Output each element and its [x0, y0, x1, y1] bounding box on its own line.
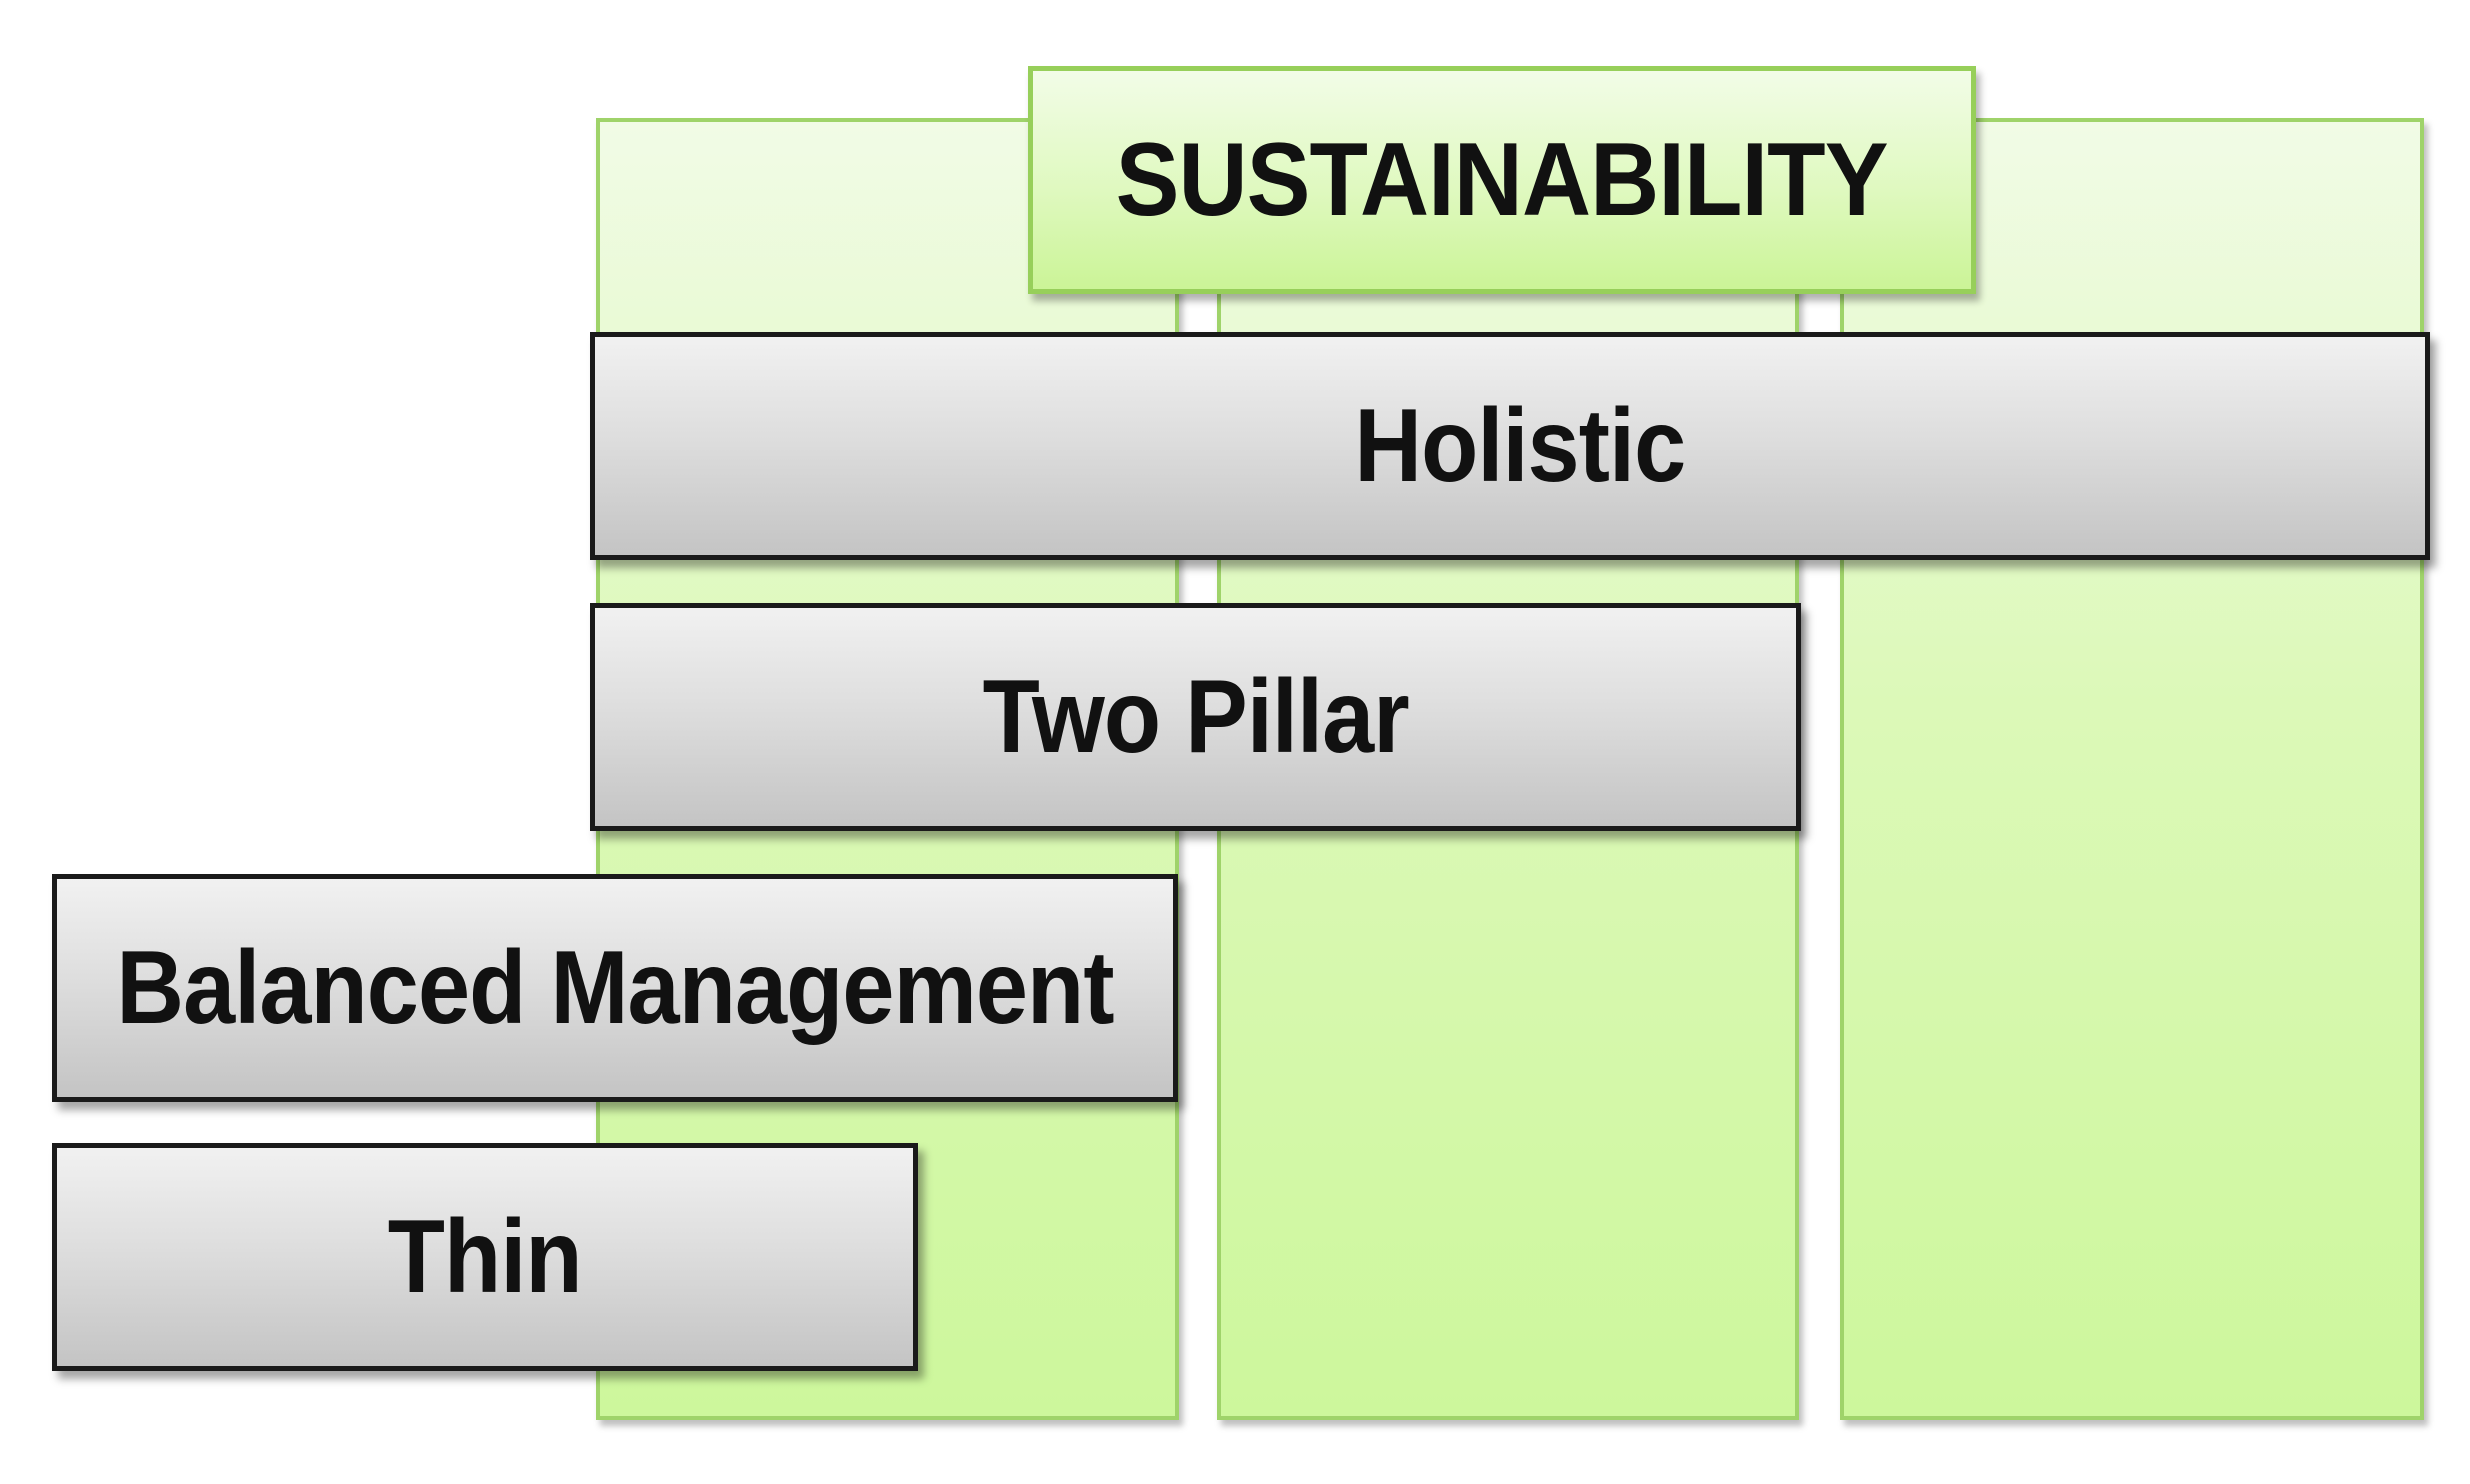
holistic-bar: Holistic: [590, 332, 2430, 560]
thin-label: Thin: [388, 1198, 583, 1315]
pillar-right: [1840, 118, 2424, 1420]
balanced-management-label: Balanced Management: [116, 929, 1114, 1046]
balanced-management-bar: Balanced Management: [52, 874, 1178, 1102]
sustainability-roof: SUSTAINABILITY: [1028, 66, 1976, 294]
roof-label: SUSTAINABILITY: [1115, 121, 1889, 238]
holistic-label: Holistic: [1354, 387, 1687, 504]
thin-bar: Thin: [52, 1143, 918, 1371]
two-pillar-label: Two Pillar: [982, 658, 1409, 775]
two-pillar-bar: Two Pillar: [590, 603, 1801, 831]
